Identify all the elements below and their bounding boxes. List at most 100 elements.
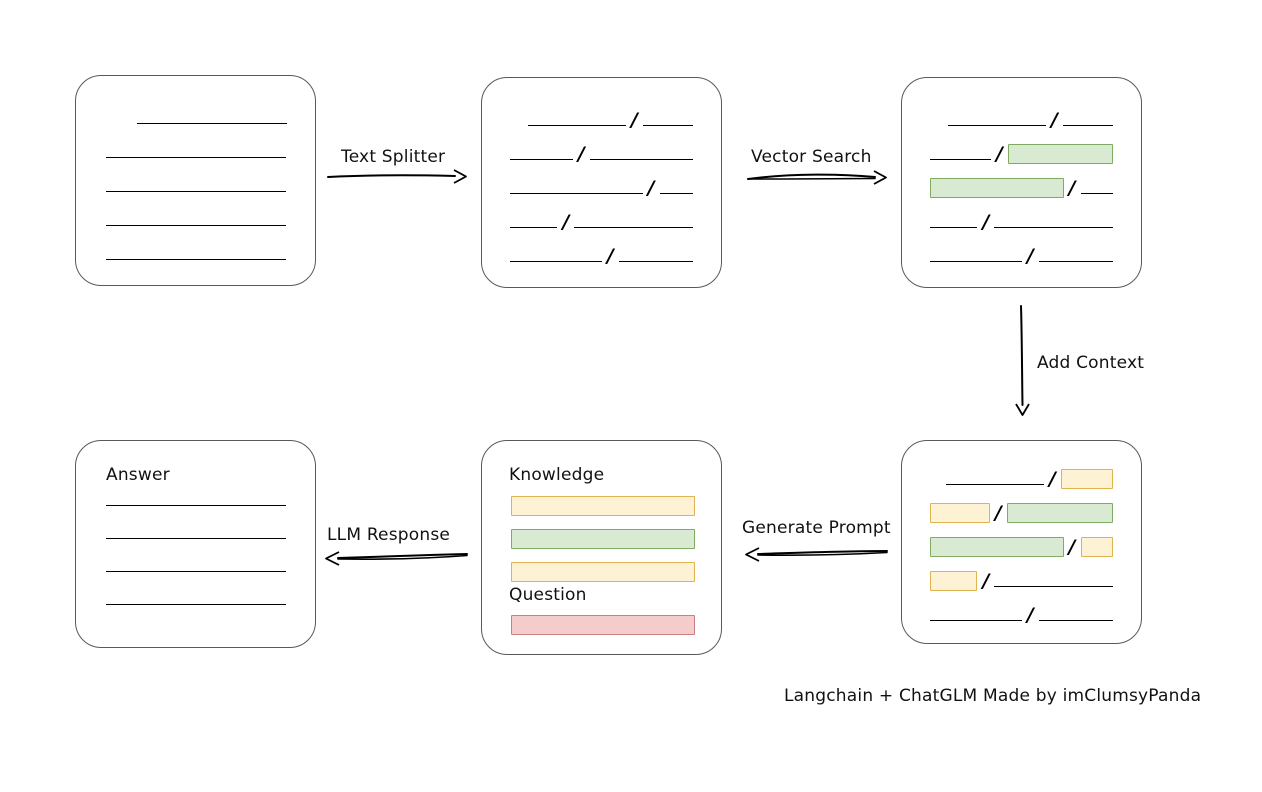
text-row: / — [930, 98, 1113, 132]
text-line-segment — [948, 124, 1047, 126]
slash-separator: / — [631, 108, 638, 131]
text-line-segment — [643, 124, 693, 126]
text-line-segment — [510, 260, 602, 262]
slash-separator: / — [577, 142, 585, 165]
split-chunks-card: / / / / / — [481, 77, 722, 288]
text-line-segment — [618, 260, 693, 262]
slash-separator: / — [1026, 604, 1034, 626]
arrow-generate-prompt — [742, 542, 888, 564]
arrow-right-icon — [327, 169, 467, 184]
highlight-chip-yellow — [1061, 469, 1113, 489]
knowledge-bar-2 — [511, 529, 695, 549]
highlight-chip-yellow — [930, 571, 978, 591]
slash-separator: / — [1068, 176, 1076, 199]
highlight-chip-green — [930, 177, 1064, 198]
text-row: / — [510, 200, 693, 234]
context-added-rows: ///// — [902, 441, 1141, 643]
text-line-segment — [137, 122, 287, 124]
arrow-text-splitter — [327, 165, 469, 187]
slash-separator: / — [996, 142, 1003, 165]
arrow-right-icon — [747, 170, 887, 185]
slash-separator: / — [1026, 244, 1034, 267]
answer-label: Answer — [106, 465, 170, 485]
arrow-add-context — [1010, 305, 1036, 417]
generated-prompt-card: Knowledge Question — [481, 440, 722, 655]
knowledge-bar-3 — [511, 562, 695, 582]
text-line-segment — [106, 190, 286, 192]
arrow-left-icon — [325, 551, 468, 566]
text-row — [106, 96, 287, 130]
split-chunks-rows: / / / / / — [482, 78, 721, 287]
slash-separator: / — [606, 244, 614, 267]
text-line-segment — [946, 484, 1045, 485]
text-row: / — [510, 234, 693, 268]
text-line-segment — [994, 226, 1113, 228]
slash-separator: / — [1049, 468, 1056, 490]
highlight-chip-yellow — [1080, 537, 1113, 557]
source-document-rows — [76, 76, 315, 285]
text-line-segment — [930, 620, 1022, 621]
highlight-chip-green — [1006, 503, 1113, 523]
arrow-vector-search-label: Vector Search — [751, 147, 872, 167]
text-row — [106, 198, 287, 232]
text-line-segment — [1080, 192, 1113, 194]
text-line-segment — [1038, 620, 1113, 621]
knowledge-bar-1 — [511, 496, 695, 516]
text-line-segment — [659, 192, 693, 194]
question-label: Question — [509, 585, 587, 605]
slash-separator: / — [982, 210, 990, 233]
arrow-left-icon — [745, 547, 888, 562]
text-row: / — [930, 166, 1113, 200]
highlight-chip-yellow — [930, 503, 990, 523]
text-line-segment — [1038, 260, 1113, 262]
context-added-card: ///// — [901, 440, 1142, 644]
answer-line — [106, 571, 286, 572]
text-line-segment — [574, 226, 693, 228]
highlight-chip-green — [1008, 143, 1113, 164]
text-line-segment — [994, 586, 1113, 587]
text-line-segment — [930, 226, 978, 228]
knowledge-label: Knowledge — [509, 465, 605, 485]
text-line-segment — [106, 224, 286, 226]
answer-line — [106, 538, 286, 539]
vector-search-results-rows: / / / / / — [902, 78, 1141, 287]
answer-line — [106, 505, 286, 506]
text-line-segment — [930, 158, 992, 160]
answer-line — [106, 604, 286, 605]
arrow-generate-prompt-label: Generate Prompt — [742, 518, 891, 538]
text-row — [106, 130, 287, 164]
text-row — [106, 164, 287, 198]
text-row: / — [930, 457, 1113, 491]
arrow-text-splitter-label: Text Splitter — [341, 147, 446, 167]
text-row: / — [930, 200, 1113, 234]
text-line-segment — [106, 156, 286, 158]
text-row: / — [930, 559, 1113, 593]
text-row: / — [930, 234, 1113, 268]
text-row: / — [510, 98, 693, 132]
diagram-caption: Langchain + ChatGLM Made by imClumsyPand… — [784, 686, 1202, 706]
arrow-add-context-label: Add Context — [1037, 353, 1145, 373]
text-row: / — [930, 593, 1113, 627]
slash-separator: / — [647, 176, 655, 199]
text-line-segment — [930, 260, 1022, 262]
text-line-segment — [528, 124, 627, 126]
arrow-vector-search — [747, 166, 889, 188]
slash-separator: / — [982, 570, 990, 592]
text-line-segment — [510, 158, 573, 160]
source-document-card — [75, 75, 316, 286]
slash-separator: / — [562, 210, 570, 233]
slash-separator: / — [1068, 536, 1076, 558]
text-row — [106, 232, 287, 266]
text-row: / — [510, 132, 693, 166]
question-bar-1 — [511, 615, 695, 635]
text-line-segment — [510, 192, 643, 194]
text-line-segment — [589, 158, 693, 160]
text-row: / — [930, 491, 1113, 525]
highlight-chip-green — [930, 537, 1064, 557]
arrow-down-icon — [1015, 305, 1030, 416]
text-line-segment — [1063, 124, 1113, 126]
vector-search-results-card: / / / / / — [901, 77, 1142, 288]
text-line-segment — [106, 258, 286, 260]
text-line-segment — [510, 226, 558, 228]
answer-card: Answer — [75, 440, 316, 648]
